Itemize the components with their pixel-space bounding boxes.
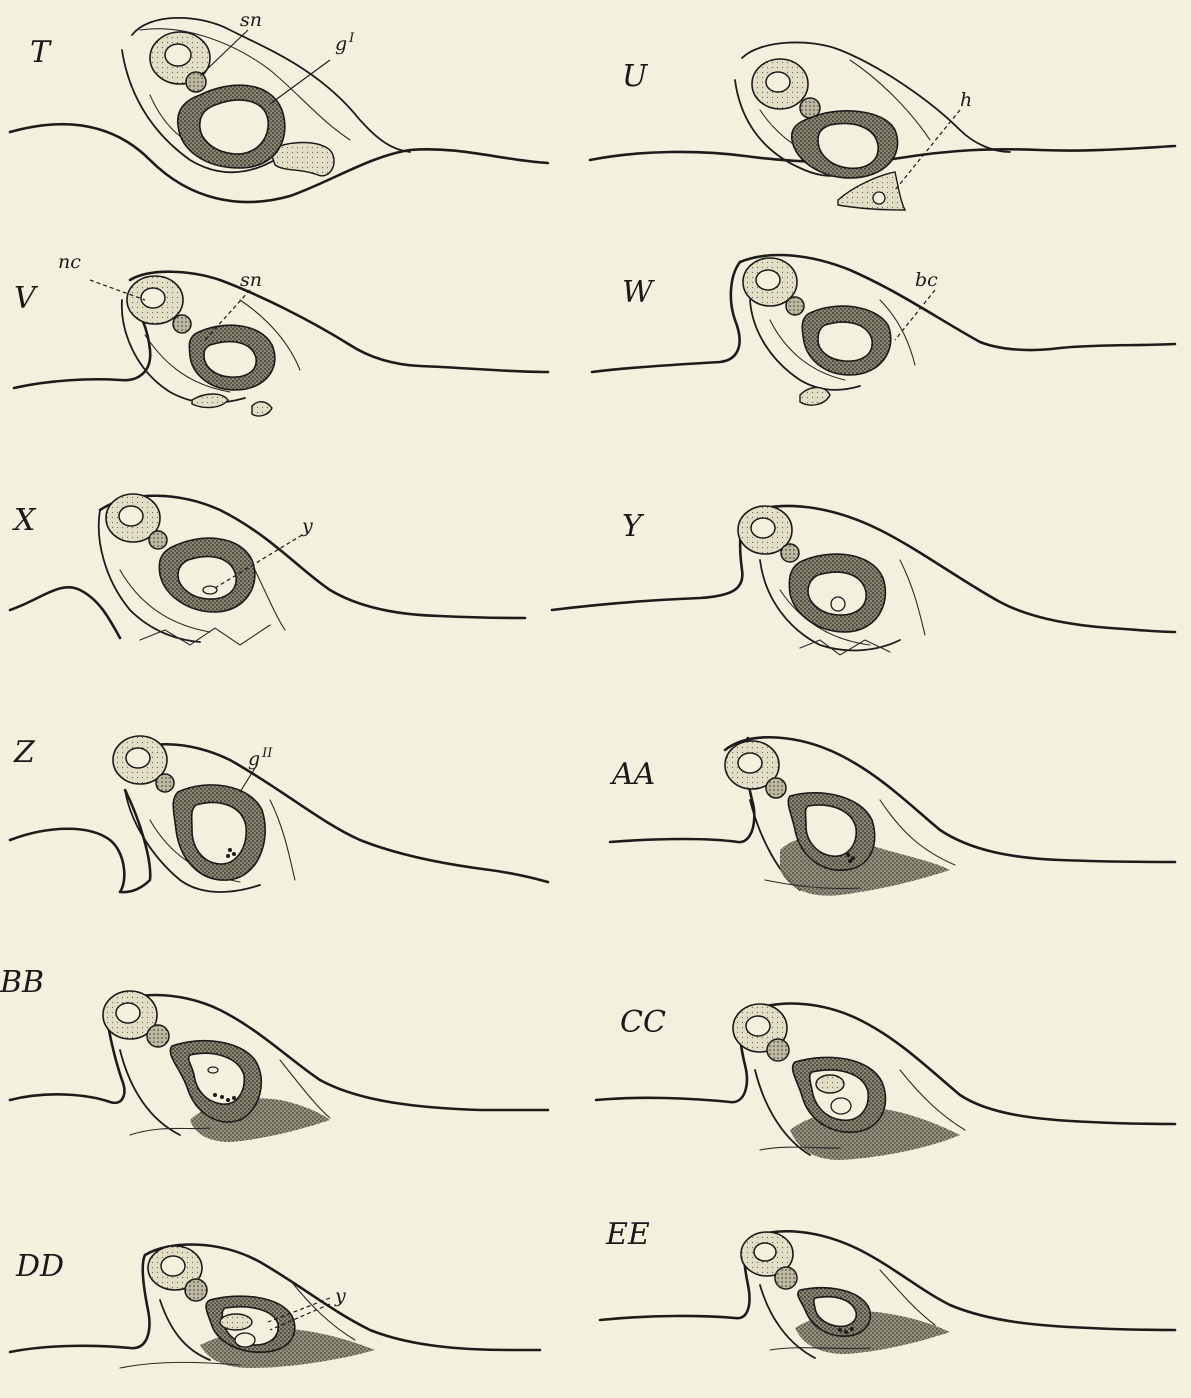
- panel-label-W: W: [622, 275, 655, 310]
- panel-label-X: X: [12, 503, 37, 538]
- label-y: y: [301, 515, 313, 537]
- panel-W: W bc: [592, 255, 1175, 405]
- panel-label-U: U: [622, 59, 649, 94]
- panel-label-V: V: [14, 281, 39, 316]
- label-bc: bc: [915, 269, 938, 291]
- label-sn: sn: [240, 269, 262, 291]
- label-y: y: [334, 1285, 346, 1307]
- panel-U: U h: [590, 42, 1175, 210]
- gut-lumen: [200, 100, 268, 154]
- panel-label-BB: BB: [0, 965, 44, 1000]
- panel-Y: Y: [552, 506, 1175, 655]
- panel-X: X y: [10, 494, 525, 645]
- panel-label-DD: DD: [15, 1249, 64, 1284]
- panel-label-T: T: [30, 35, 52, 70]
- notochord: [186, 72, 206, 92]
- panel-label-CC: CC: [620, 1005, 666, 1040]
- neural-canal: [165, 44, 191, 66]
- panel-label-Y: Y: [622, 509, 645, 544]
- panel-AA: AA: [609, 737, 1175, 895]
- panel-V: V nc sn: [14, 251, 548, 416]
- panel-BB: BB: [0, 965, 548, 1142]
- label-sn: sn: [240, 9, 262, 31]
- panel-label-EE: EE: [605, 1217, 650, 1252]
- panel-label-AA: AA: [609, 757, 655, 792]
- panel-CC: CC: [596, 1004, 1175, 1160]
- panel-label-Z: Z: [13, 735, 36, 770]
- label-h: h: [960, 89, 972, 111]
- label-nc: nc: [58, 251, 81, 273]
- panel-EE: EE: [600, 1217, 1175, 1358]
- panel-DD: DD y: [10, 1245, 540, 1368]
